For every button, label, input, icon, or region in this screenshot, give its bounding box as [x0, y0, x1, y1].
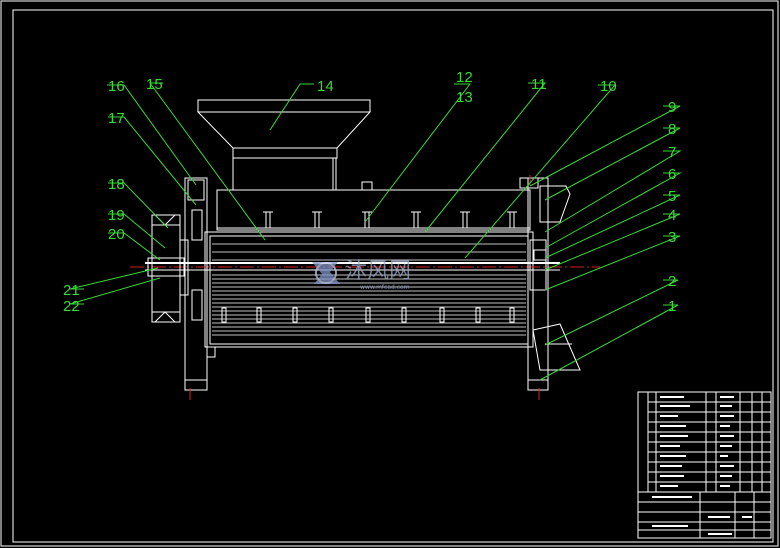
callout-3: 3	[668, 229, 676, 246]
cover-bolts	[263, 211, 517, 229]
callout-17: 17	[108, 110, 125, 127]
callout-4: 4	[668, 207, 676, 224]
hopper	[196, 99, 373, 191]
right-frame	[519, 177, 549, 391]
callout-22: 22	[63, 298, 80, 315]
watermark: 沐风网 www.mfcad.com	[312, 259, 411, 291]
callout-13: 13	[456, 89, 473, 106]
callout-7: 7	[668, 144, 676, 161]
callout-5: 5	[668, 188, 676, 205]
callout-19: 19	[108, 207, 125, 224]
title-block	[637, 391, 772, 539]
callout-9: 9	[668, 99, 676, 116]
callout-leaders	[69, 82, 682, 381]
watermark-url: www.mfcad.com	[360, 284, 410, 291]
watermark-brand: 沐风网	[345, 259, 411, 284]
callout-8: 8	[668, 121, 676, 138]
discharge-chute	[532, 323, 581, 371]
callout-15: 15	[146, 76, 163, 93]
callout-18: 18	[108, 176, 125, 193]
callout-16: 16	[108, 78, 125, 95]
callout-12: 12	[456, 69, 473, 86]
callout-11: 11	[531, 76, 547, 93]
upper-outlet	[539, 185, 571, 223]
callout-2: 2	[668, 273, 676, 290]
title-block-entries	[660, 396, 734, 487]
callout-14: 14	[317, 78, 334, 95]
callout-1: 1	[668, 298, 676, 315]
machine-assembly	[130, 99, 600, 400]
beater-pins	[221, 307, 515, 323]
drawing-frame-inner	[12, 9, 774, 543]
left-frame	[184, 177, 216, 391]
drum-mesh	[212, 243, 526, 336]
callout-6: 6	[668, 166, 676, 183]
callout-21: 21	[63, 282, 80, 299]
callout-20: 20	[108, 226, 125, 243]
callout-10: 10	[600, 78, 617, 95]
callout-labels: 1 2 3 4 5 6 7 8 9 10 11 12 13 14 15 16 1…	[63, 69, 676, 315]
watermark-logo-icon	[312, 262, 340, 284]
pulley	[147, 214, 189, 323]
main-shaft	[130, 262, 600, 271]
